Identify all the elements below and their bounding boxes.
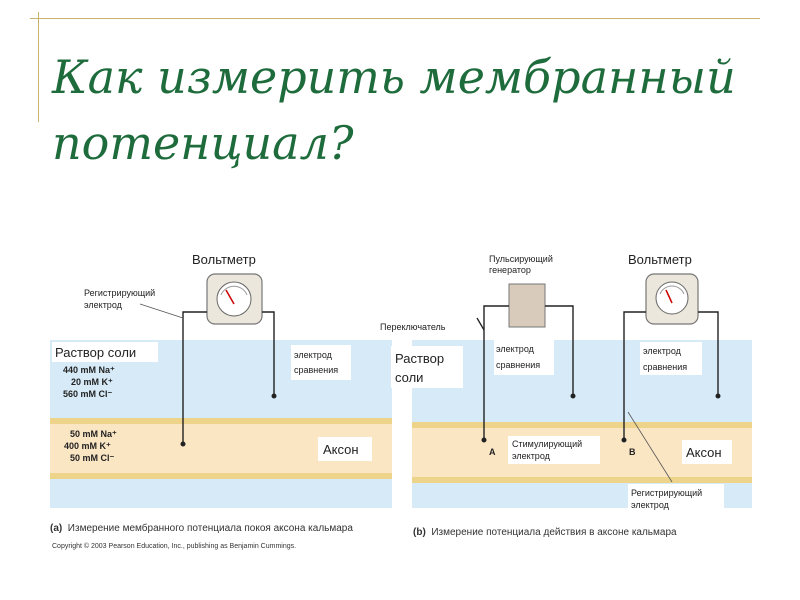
- title-line-1: Как измерить мембранный: [52, 50, 736, 104]
- panel-b-ref2-box: [640, 342, 702, 375]
- panel-a-recording-pointer: [139, 303, 184, 319]
- panel-a-in-cl: 50 mM Cl⁻: [70, 453, 115, 463]
- panel-b-point-b: B: [629, 447, 636, 457]
- title-line-2: потенциал?: [52, 116, 354, 170]
- panel-b-rec-label-2: электрод: [631, 500, 670, 510]
- panel-b-stim-label-2: электрод: [512, 451, 551, 461]
- panel-b-volt-ref-wire: [698, 311, 719, 396]
- panel-b-membrane-bottom: [412, 477, 752, 483]
- panel-b-ref1-label-1: электрод: [496, 344, 535, 354]
- panel-a-reference-wire: [262, 311, 275, 396]
- panel-b-point-a: A: [489, 447, 496, 457]
- panel-b-ref1-box: [494, 340, 554, 375]
- panel-a-out-k: 20 mM K⁺: [71, 377, 113, 387]
- panel-b-pulse-label-2: генератор: [489, 265, 531, 275]
- panel-b-caption: (b) Измерение потенциала действия в аксо…: [413, 527, 677, 538]
- panel-a-recording-label-1: Регистрирующий: [84, 288, 155, 298]
- panel-a-reference-box: [291, 345, 351, 380]
- panel-a-voltmeter: [206, 273, 263, 325]
- panel-b-pulse-label-1: Пульсирующий: [489, 254, 553, 264]
- panel-b: Пульсирующий генератор Вольтметр Переклю…: [380, 252, 752, 512]
- panel-a-reference-tip: [271, 393, 277, 399]
- panel-b-rec-box: [628, 484, 724, 512]
- panel-b-rec-label-1: Регистрирующий: [631, 488, 702, 498]
- panel-a-salt-label: Раствор соли: [55, 345, 136, 360]
- panel-a-recording-tip: [180, 441, 186, 447]
- panel-a-membrane-bottom: [50, 473, 392, 479]
- panel-a-axon-label: Аксон: [323, 442, 359, 457]
- panel-a-caption-text: Измерение мембранного потенциала покоя а…: [67, 523, 353, 534]
- panel-b-stim-box: [508, 436, 600, 464]
- panel-a-membrane-top: [50, 418, 392, 424]
- panel-b-volt-ref-tip: [715, 393, 721, 399]
- panel-b-stim-tip: [481, 437, 487, 443]
- panel-a-in-na: 50 mM Na⁺: [70, 429, 117, 439]
- panel-b-switch-lever: [476, 317, 485, 331]
- panel-b-pulse-generator: [508, 283, 546, 328]
- slide-title: Как измерить мембранный потенциал?: [52, 44, 772, 176]
- panel-b-ref1-label-2: сравнения: [496, 360, 540, 370]
- panel-b-axon-label: Аксон: [686, 445, 722, 460]
- panel-b-voltmeter-label: Вольтметр: [628, 252, 692, 267]
- panel-b-rec-tip: [621, 437, 627, 443]
- panel-a-reference-label-2: сравнения: [294, 365, 338, 375]
- panel-b-axon-box: [682, 440, 732, 464]
- panel-b-caption-text: Измерение потенциала действия в аксоне к…: [431, 527, 677, 538]
- panel-a-caption: (a) Измерение мембранного потенциала пок…: [50, 523, 353, 534]
- panel-a-reference-label-1: электрод: [294, 350, 333, 360]
- panel-b-ref2-label-1: электрод: [643, 346, 682, 356]
- panel-a-recording-label-2: электрод: [84, 300, 123, 310]
- panel-b-gen-ref-tip: [570, 393, 576, 399]
- panel-a-caption-letter: (a): [50, 523, 63, 534]
- panel-b-stim-label-1: Стимулирующий: [512, 439, 582, 449]
- panel-b-ref2-label-2: сравнения: [643, 362, 687, 372]
- panel-b-rec-pointer: [627, 411, 673, 483]
- panel-b-switch-label: Переключатель: [380, 322, 446, 332]
- panel-a-out-cl: 560 mM Cl⁻: [63, 389, 113, 399]
- panel-a-salt-box: [52, 342, 158, 362]
- panel-b-gen-ref-wire: [545, 305, 574, 396]
- panel-b-voltmeter: [645, 273, 699, 325]
- panel-a-out-na: 440 mM Na⁺: [63, 365, 115, 375]
- panel-a-recording-wire: [182, 311, 207, 444]
- panel-b-salt-box: [391, 346, 463, 388]
- panel-b-salt-label-1: Раствор: [395, 351, 444, 366]
- panel-a-in-k: 400 mM K⁺: [64, 441, 111, 451]
- frame-top-line: [30, 18, 760, 19]
- panel-b-membrane-top: [412, 422, 752, 428]
- frame-left-line: [38, 12, 39, 122]
- panel-a-voltmeter-label: Вольтметр: [192, 252, 256, 267]
- panel-b-rec-wire: [623, 311, 646, 440]
- panel-b-salt-label-2: соли: [395, 370, 423, 385]
- panel-b-stim-wire: [483, 305, 509, 440]
- panel-a: Вольтметр Регистрирующий электрод Раство…: [50, 252, 392, 508]
- panel-a-axon-box: [318, 437, 372, 461]
- copyright: Copyright © 2003 Pearson Education, Inc.…: [52, 543, 297, 550]
- panel-b-caption-letter: (b): [413, 527, 426, 538]
